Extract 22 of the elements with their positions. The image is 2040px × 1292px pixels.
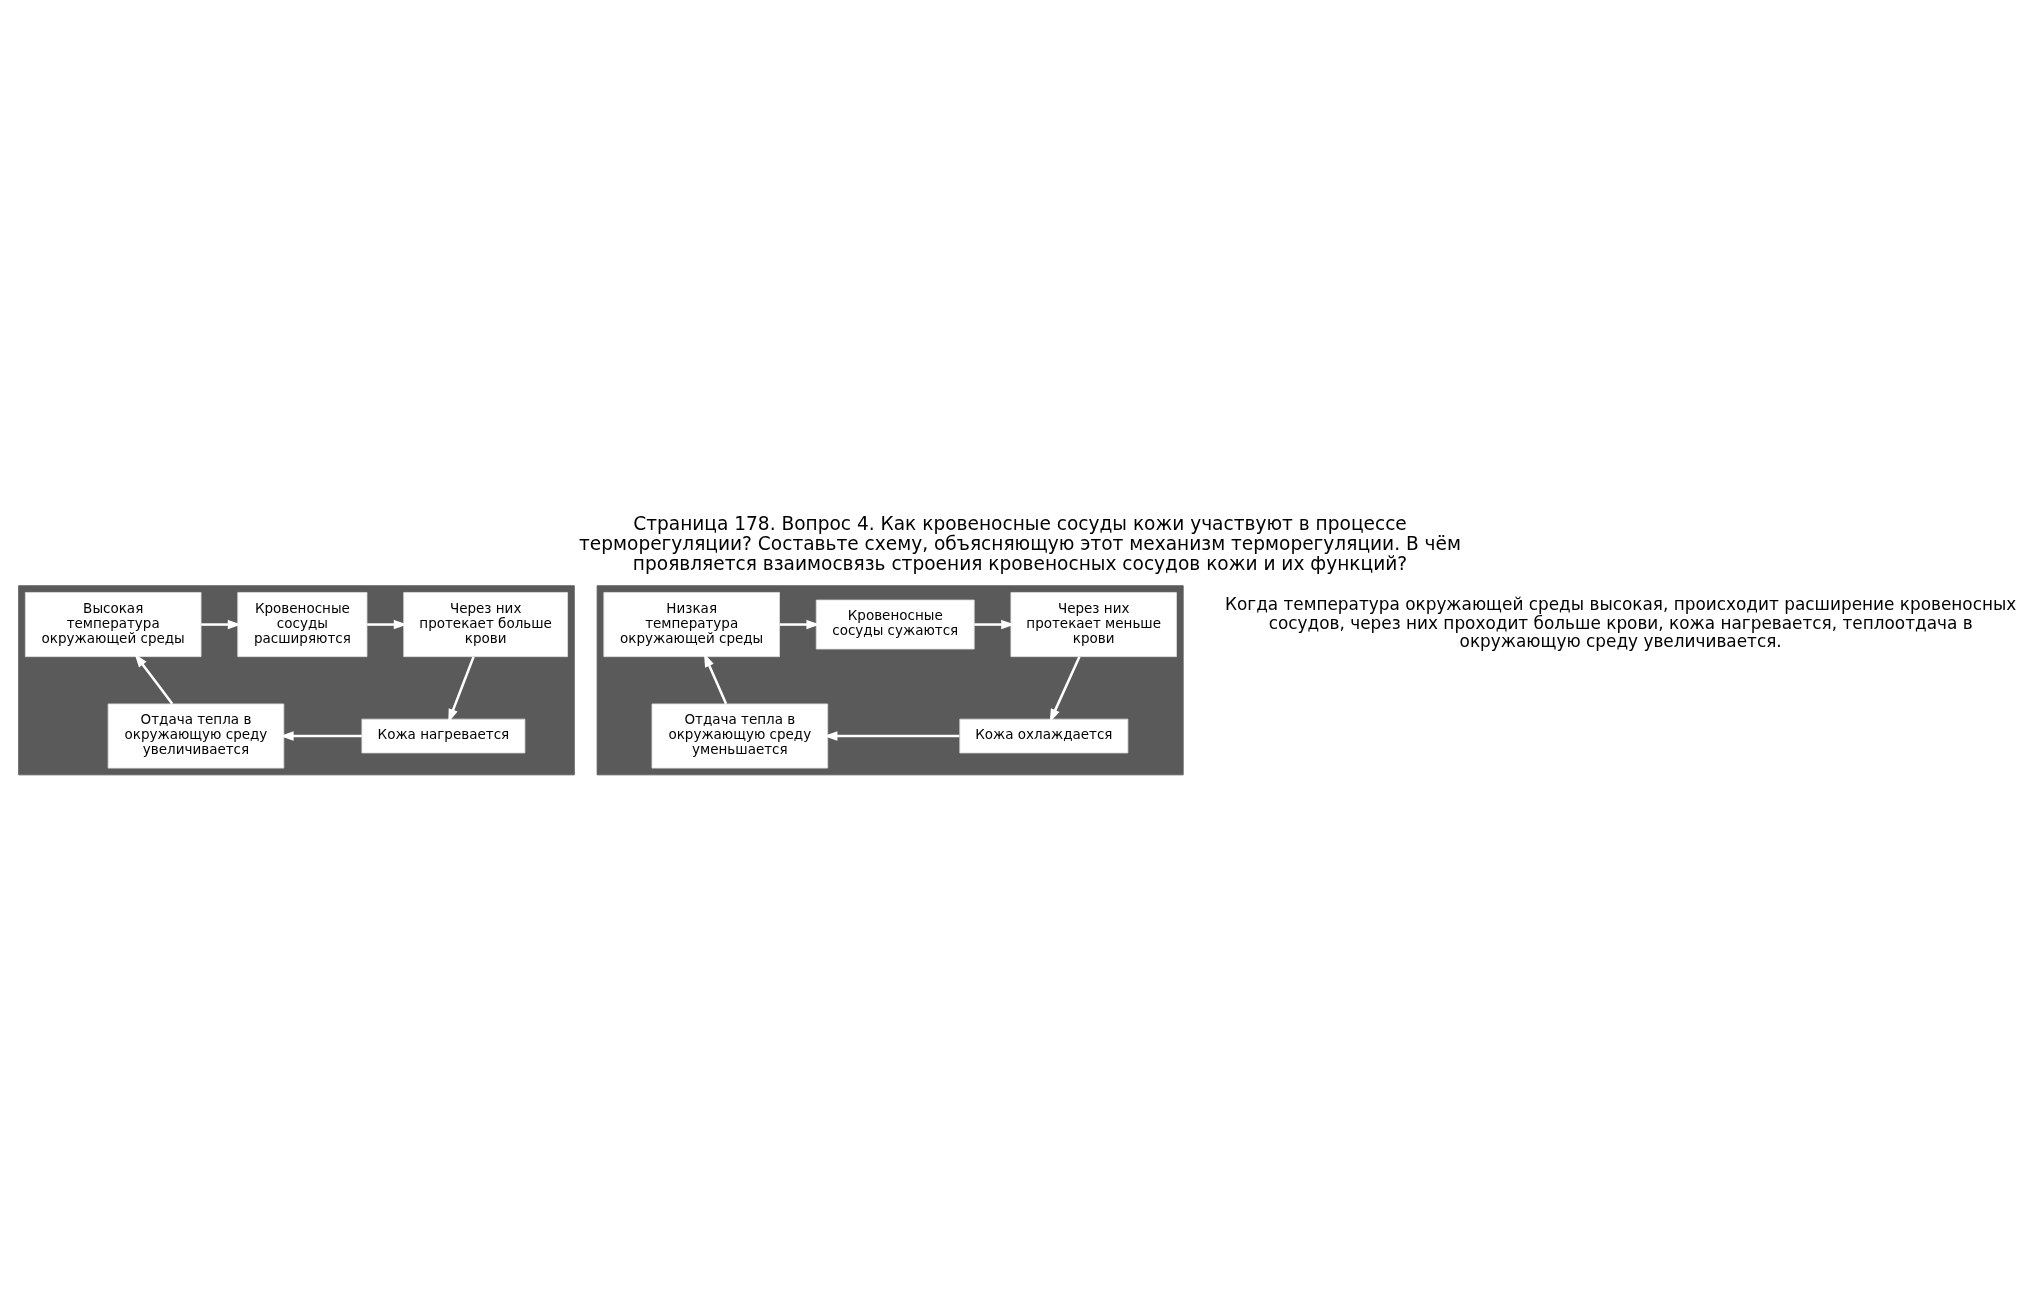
arrow	[1049, 655, 1081, 722]
arrow	[779, 619, 820, 629]
node-box: Отдача тепла в окружающую среду уменьшается	[651, 703, 829, 769]
diagram-title: Страница 178. Вопрос 4. Как кровеносные сосуды кожи участвуют в процессе терморегуляции? Составьте схему, объясняющую этот механизм терморегуляции. В чём проявляется взаимосвязь строения кровеносных сосудов кожи и их функций?	[579, 512, 1461, 574]
arrow	[974, 619, 1015, 629]
arrow	[367, 619, 408, 629]
arrow	[448, 655, 475, 722]
node-box: Кожа нагревается	[361, 718, 526, 753]
node-box: Низкая температура окружающей среды	[603, 591, 780, 657]
arrow	[201, 619, 242, 629]
caption: Когда температура окружающей среды высокая, происходит расширение кровеносных сосудов, через них проходит больше крови, кожа нагревается, теплоотдача в окружающую среду увеличивается.	[1224, 593, 2017, 651]
arrow	[134, 653, 174, 704]
node-box: Кровеносные сосуды расширяются	[237, 591, 368, 657]
arrow	[280, 730, 362, 741]
cluster	[18, 584, 575, 775]
node-box: Отдача тепла в окружающую среду увеличивается	[107, 703, 285, 769]
cluster	[596, 584, 1184, 775]
node-box: Кровеносные сосуды сужаются	[815, 599, 975, 649]
node-box: Через них протекает меньше крови	[1010, 591, 1177, 657]
node-box: Через них протекает больше крови	[403, 591, 568, 657]
node-box: Кожа охлаждается	[959, 718, 1129, 753]
node-box: Высокая температура окружающей среды	[24, 591, 202, 657]
